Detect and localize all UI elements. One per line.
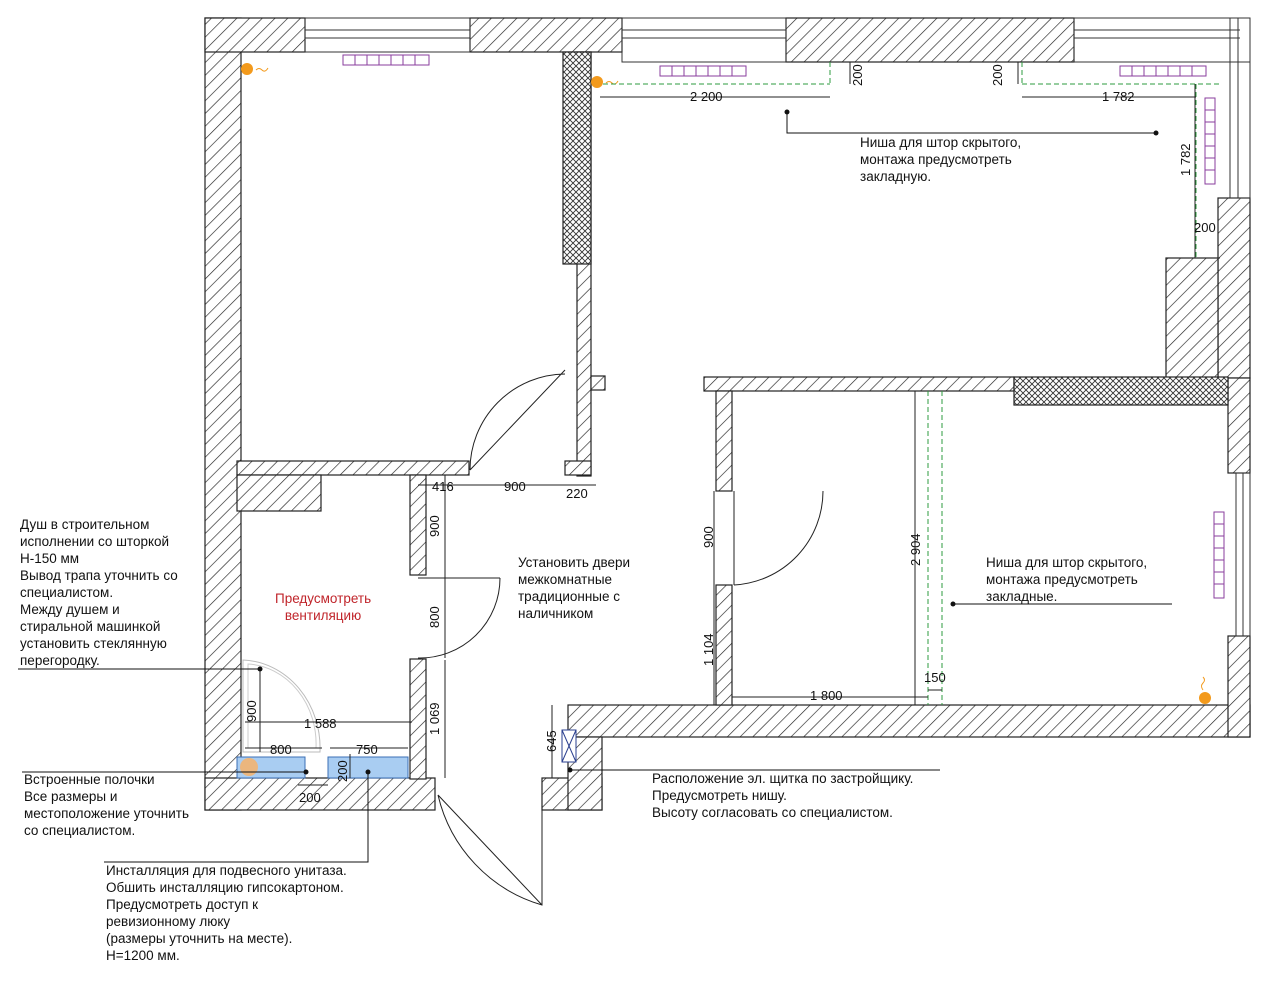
door-entrance: [437, 794, 543, 906]
dim-shower-800: 800: [270, 742, 292, 757]
wall-right-low: [1227, 635, 1251, 738]
wall-bottom-main: [567, 704, 1251, 738]
lamp-icon: [591, 76, 603, 88]
dim-niche-side-len: 1 782: [1178, 143, 1193, 176]
dim-panel-645: 645: [544, 730, 559, 752]
dimension-texts: 2 200 200 200 1 782 1 782 200 416 900 22…: [244, 64, 1216, 805]
dim-niche-top-left-len: 2 200: [690, 89, 723, 104]
dim-bedroom-lower: 1 104: [701, 633, 716, 666]
dim-bedroom-width: 1 800: [810, 688, 843, 703]
leader-lines: [18, 112, 1172, 863]
note-ventilation: Предусмотреть вентиляцию: [275, 591, 372, 623]
shower-tray: [242, 659, 321, 753]
lamps: [241, 63, 1211, 704]
dim-door-gap-left: 416: [432, 479, 454, 494]
dim-bedroom-door: 900: [701, 526, 716, 548]
window-1: [304, 17, 471, 53]
note-toilet: Инсталляция для подвесного унитаза. Обши…: [106, 863, 347, 963]
radiator-5: [1213, 511, 1225, 599]
note-niche-top: Ниша для штор скрытого, монтажа предусмо…: [860, 135, 1022, 184]
partition-xhatch-bedroom: [1013, 376, 1229, 406]
dim-niche-top-right-len: 1 782: [1102, 89, 1135, 104]
drain-icon: [240, 758, 258, 776]
wall-top-2: [469, 17, 623, 53]
note-doors: Установить двери межкомнатные традиционн…: [518, 555, 631, 621]
note-electric-panel: Расположение эл. щитка по застройщику. П…: [652, 771, 914, 820]
wall-bedroom-left-1: [715, 390, 733, 492]
wall-bath-top-right: [564, 460, 592, 476]
wall-bath-top: [236, 460, 470, 476]
dim-bath-width: 1 588: [304, 716, 337, 731]
leader-dots: [257, 109, 1159, 775]
dim-bath-door: 800: [427, 606, 442, 628]
bathroom-fixtures: [236, 659, 577, 779]
wall-bath-right-1: [409, 474, 427, 576]
doors: [417, 369, 824, 906]
radiators: [342, 54, 1225, 599]
radiator-1: [342, 54, 430, 66]
dim-niche-top-left-depth: 200: [850, 64, 865, 86]
wall-bedroom-top: [703, 376, 1015, 392]
radiator-3: [1119, 65, 1207, 77]
wall-right-notch: [1165, 257, 1219, 379]
door-bathroom: [417, 577, 501, 659]
dim-niche-side-depth: 200: [1194, 220, 1216, 235]
window-right-top: [1229, 17, 1251, 199]
partition-xhatch-top: [562, 51, 592, 265]
dim-door-width-main: 900: [504, 479, 526, 494]
dim-bath-door-upper: 900: [427, 515, 442, 537]
wall-top-3: [785, 17, 1075, 63]
dim-bedroom-niche: 150: [924, 670, 946, 685]
door-bedroom: [733, 490, 824, 586]
radiator-2: [659, 65, 747, 77]
wall-bedroom-left-2: [715, 584, 733, 706]
wall-top-1: [204, 17, 306, 53]
lamp-icon: [1199, 692, 1211, 704]
note-shelves: Встроенные полочки Все размеры и местопо…: [24, 772, 190, 838]
dim-wm-750: 750: [356, 742, 378, 757]
dim-shelf-200-h: 200: [299, 790, 321, 805]
dim-shower-900: 900: [244, 700, 259, 722]
door-main-room: [469, 369, 566, 471]
dim-bath-lower: 1 069: [427, 702, 442, 735]
wall-center-stub: [590, 375, 606, 391]
curtain-niches: [603, 62, 1220, 705]
wall-bath-right-2: [409, 658, 427, 780]
radiator-4: [1204, 97, 1216, 185]
dim-bedroom-height: 2 904: [908, 533, 923, 566]
dim-niche-top-right-depth: 200: [990, 64, 1005, 86]
wall-right-mid: [1227, 377, 1251, 474]
walls: [204, 17, 1251, 811]
window-3: [1073, 17, 1251, 63]
wall-bath-box: [236, 474, 322, 512]
dim-door-gap-right: 220: [566, 486, 588, 501]
dimension-lines: [245, 62, 1220, 786]
wall-right-upper: [1217, 197, 1251, 379]
window-2: [621, 17, 787, 63]
windows: [304, 17, 1251, 637]
note-niche-bedroom: Ниша для штор скрытого, монтажа предусмо…: [986, 555, 1148, 604]
note-shower: Душ в строительном исполнении со шторкой…: [20, 517, 178, 668]
wall-bottom-left: [204, 777, 436, 811]
lamp-icon: [241, 63, 253, 75]
wall-left: [204, 17, 242, 811]
dim-shelf-200-v: 200: [335, 760, 350, 782]
